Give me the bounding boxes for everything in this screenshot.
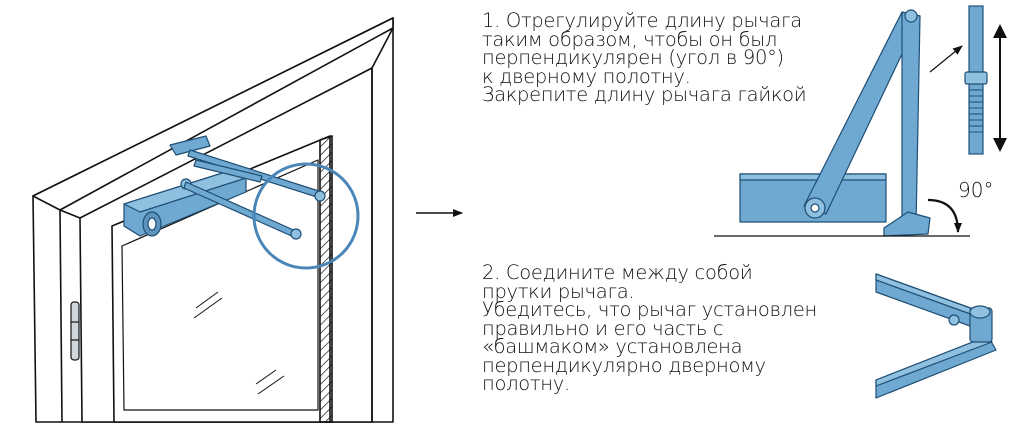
door-glass — [121, 159, 319, 411]
door-frame-drawing — [32, 17, 394, 423]
step-2-line: «башмаком» установлена — [482, 335, 743, 358]
step-2-line: 2. Соедините между собой — [482, 261, 753, 284]
door-closer-left — [123, 135, 326, 240]
threaded-rod-detail — [964, 5, 988, 155]
highlight-circle — [252, 162, 360, 270]
double-arrow-icon — [993, 24, 1007, 152]
arm-90-drawing — [739, 9, 931, 237]
step-1-line: 1. Отрегулируйте длину рычага — [482, 9, 802, 32]
joined-arms-drawing — [875, 273, 997, 399]
step-1-instruction: 1. Отрегулируйте длину рычага таким обра… — [482, 9, 807, 106]
step-1-line: к дверному полотну. — [482, 64, 691, 88]
step-1-line: таким образом, чтобы он был — [482, 27, 778, 51]
angle-arrow-icon — [927, 198, 962, 233]
step-1-line: перпендикулярен (угол в 90°) — [482, 46, 784, 69]
step-2-line: Убедитесь, что рычаг установлен — [482, 298, 817, 321]
door-hinge — [70, 301, 80, 361]
step-2-line: перпендикулярно дверному — [482, 353, 766, 377]
angle-label: 90° — [958, 178, 994, 202]
pointer-arrow-icon — [929, 45, 963, 73]
step-2-line: полотну. — [482, 372, 570, 395]
step-1-line: Закрепите длину рычага гайкой — [482, 83, 807, 106]
step-2-instruction: 2. Соедините между собой прутки рычага. … — [482, 261, 817, 395]
door-leaf-edge — [319, 135, 333, 423]
step-2-line: прутки рычага. — [482, 279, 635, 303]
step-2-line: правильно и его часть с — [482, 316, 724, 340]
